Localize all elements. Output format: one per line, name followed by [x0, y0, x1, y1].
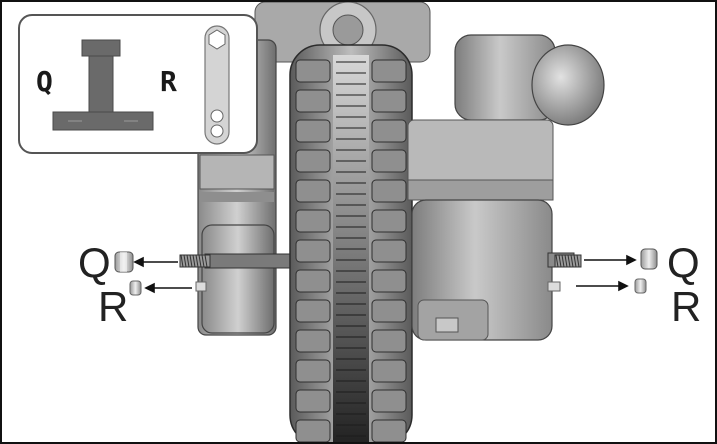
tire-groove-ribs — [336, 61, 366, 437]
tool-inset-drawing — [52, 25, 230, 145]
arrow-left-r — [144, 282, 155, 294]
t-socket-tool-icon — [52, 39, 154, 131]
arrow-left-q — [133, 256, 144, 268]
arrow-right-r — [618, 280, 629, 292]
label-r-left: R — [98, 283, 129, 330]
threaded-axle-right — [554, 254, 582, 268]
axle-nut-right — [640, 248, 658, 270]
axle-left — [204, 253, 298, 269]
wrench-tool-icon — [204, 25, 230, 145]
tool-inset-box: Q R — [18, 14, 258, 154]
label-q-right: Q — [667, 239, 700, 286]
axle-washer-left — [129, 280, 142, 296]
inset-label-q: Q — [36, 65, 53, 98]
axle-washer-right — [634, 278, 647, 294]
axle-nut-left — [114, 251, 134, 273]
tire — [289, 44, 413, 444]
threaded-axle-left — [179, 254, 211, 268]
label-q-left: Q — [78, 239, 111, 286]
label-r-right: R — [671, 283, 702, 330]
right-motor-housing — [407, 34, 605, 341]
washer-seat-right — [547, 281, 561, 292]
inset-label-r: R — [160, 65, 177, 98]
direction-arrows — [133, 254, 637, 294]
tire-tread-blocks — [295, 59, 407, 443]
arrow-right-q — [626, 254, 637, 266]
washer-seat-left — [195, 281, 207, 292]
fork-crown — [254, 1, 431, 63]
